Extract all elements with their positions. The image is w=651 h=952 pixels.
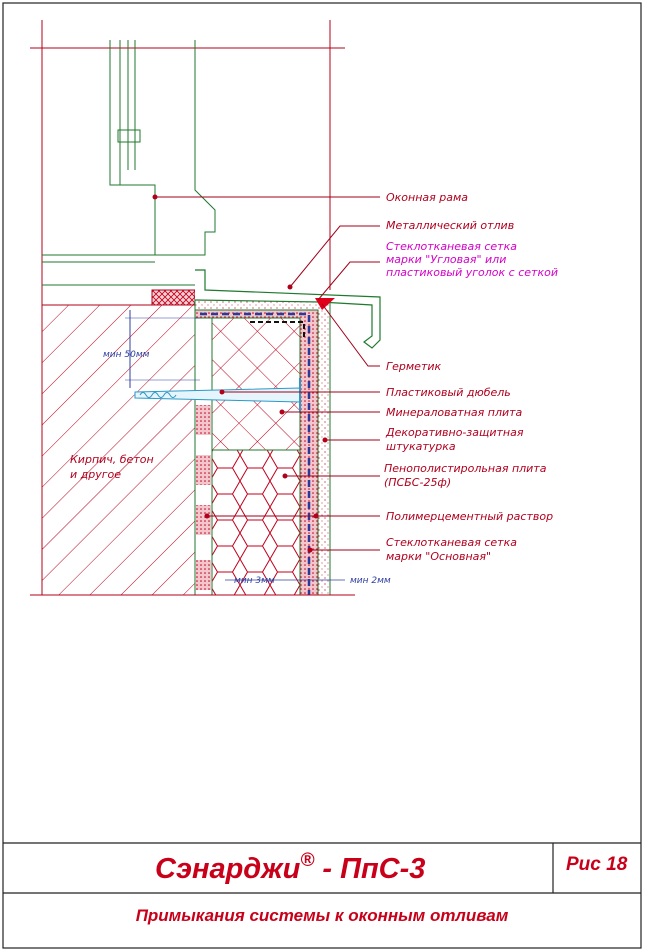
svg-text:(ПСБС-25ф): (ПСБС-25ф) xyxy=(384,476,451,489)
label-mortar: Полимерцементный раствор xyxy=(386,510,553,523)
dimension-bottom: мин 3мм мин 2мм xyxy=(225,576,391,586)
eps-board xyxy=(211,449,301,596)
window-frame xyxy=(42,40,216,306)
label-wall: Кирпич, бетон xyxy=(70,453,154,466)
figure-number: Рис 18 xyxy=(566,854,628,875)
label-metal-sill: Металлический отлив xyxy=(386,219,514,232)
label-plaster: Декоративно-защитная xyxy=(385,426,524,439)
metal-sill xyxy=(194,269,381,349)
svg-text:мин 50мм: мин 50мм xyxy=(103,350,150,360)
svg-text:марки "Угловая" или: марки "Угловая" или xyxy=(386,253,506,266)
label-mineral-wool: Минераловатная плита xyxy=(386,406,523,419)
title-product: Сэнарджи® - ПпС-3 xyxy=(155,850,425,885)
svg-text:мин 2мм: мин 2мм xyxy=(350,576,391,586)
sheet-subtitle: Примыкания системы к оконным отливам xyxy=(136,906,509,925)
label-window-frame: Оконная рама xyxy=(386,191,468,204)
masonry-wall xyxy=(41,304,196,596)
sealant-under-frame xyxy=(151,289,196,306)
svg-text:мин 3мм: мин 3мм xyxy=(234,576,275,586)
label-corner-mesh: Стеклотканевая сетка xyxy=(386,240,517,253)
leader-lines xyxy=(155,196,380,551)
svg-text:марки "Основная": марки "Основная" xyxy=(386,550,491,563)
mineral-wool-board xyxy=(211,317,301,451)
sheet-border xyxy=(2,2,642,949)
window-opening xyxy=(30,20,345,305)
label-wall-2: и другое xyxy=(70,468,121,481)
base-mesh xyxy=(200,312,311,595)
svg-text:пластиковый уголок с сеткой: пластиковый уголок с сеткой xyxy=(386,266,558,279)
label-sealant: Герметик xyxy=(386,360,442,373)
sealant xyxy=(315,298,335,310)
dimension-min-50: мин 50мм xyxy=(103,310,200,388)
label-base-mesh: Стеклотканевая сетка xyxy=(386,536,517,549)
svg-text:штукатурка: штукатурка xyxy=(386,440,456,453)
label-eps: Пенополистирольная плита xyxy=(384,462,547,475)
label-dowel: Пластиковый дюбель xyxy=(386,386,511,399)
corner-mesh xyxy=(250,321,305,340)
